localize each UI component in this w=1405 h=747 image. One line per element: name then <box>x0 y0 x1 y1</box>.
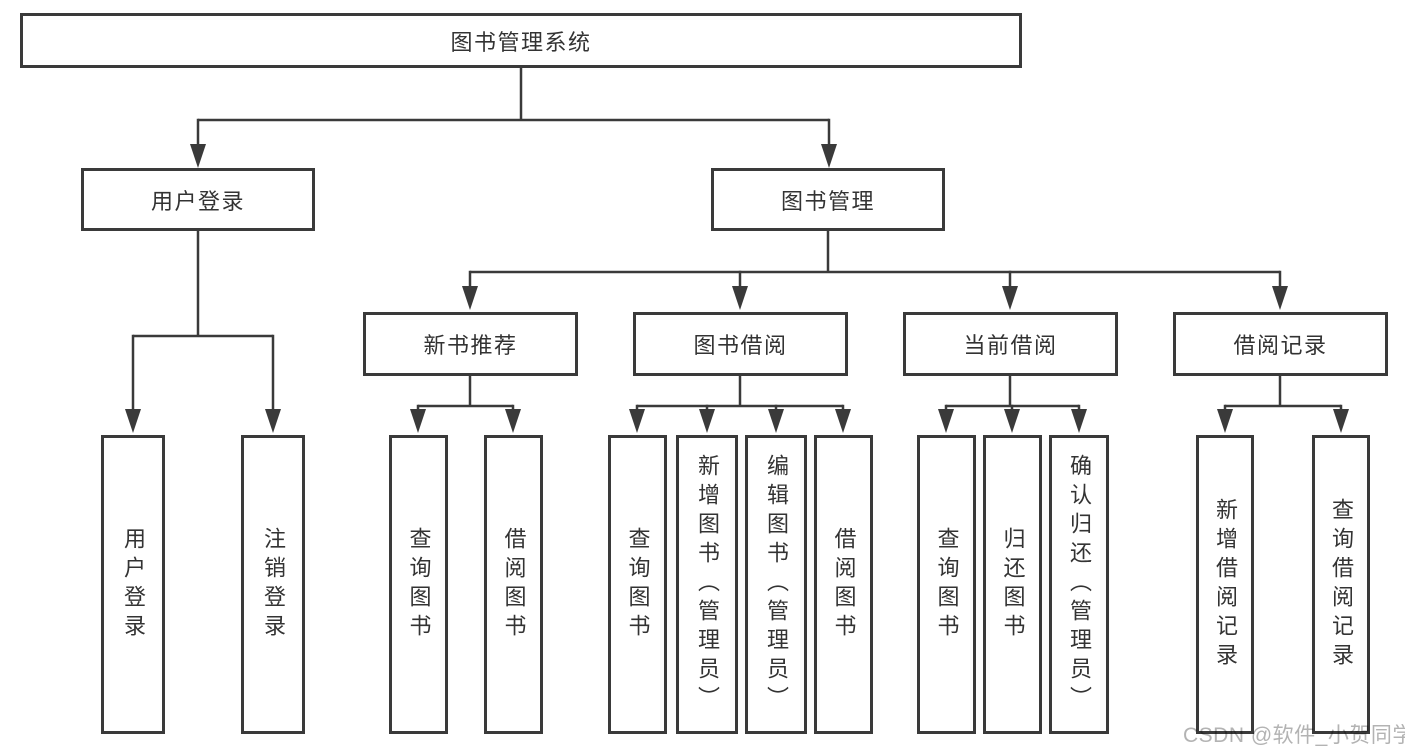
leaf-label: 借阅图书 <box>831 526 857 643</box>
leaf-query-books-current: 查询图书 <box>917 435 976 734</box>
node-library-management-system: 图书管理系统 <box>20 13 1022 68</box>
node-current-borrowing: 当前借阅 <box>903 312 1118 376</box>
node-label: 图书管理 <box>780 188 875 214</box>
leaf-add-books-admin: 新增图书（管理员） <box>676 435 738 734</box>
leaf-return-books: 归还图书 <box>983 435 1042 734</box>
node-borrowing-records: 借阅记录 <box>1173 312 1388 376</box>
leaf-label: 查询图书 <box>625 526 651 643</box>
leaf-borrow-books-recommend: 借阅图书 <box>484 435 543 734</box>
leaf-label: 编辑图书（管理员） <box>764 454 789 715</box>
leaf-label: 查询图书 <box>934 526 960 643</box>
leaf-confirm-return-admin: 确认归还（管理员） <box>1049 435 1109 734</box>
leaf-borrow-books: 借阅图书 <box>814 435 873 734</box>
node-label: 图书管理系统 <box>450 29 592 55</box>
node-user-login: 用户登录 <box>81 168 315 231</box>
leaf-label: 查询借阅记录 <box>1329 497 1354 672</box>
leaf-label: 查询图书 <box>406 526 432 643</box>
node-label: 图书借阅 <box>693 333 788 358</box>
node-label: 借阅记录 <box>1233 333 1328 358</box>
node-label: 用户登录 <box>150 188 245 214</box>
leaf-add-borrow-record: 新增借阅记录 <box>1196 435 1254 734</box>
leaf-query-borrow-record: 查询借阅记录 <box>1312 435 1370 734</box>
node-new-book-recommendation: 新书推荐 <box>363 312 578 376</box>
leaf-label: 注销登录 <box>261 526 286 643</box>
leaf-label: 借阅图书 <box>501 526 527 643</box>
leaf-label: 新增图书（管理员） <box>695 454 720 715</box>
node-label: 新书推荐 <box>423 333 518 358</box>
leaf-query-books-borrow: 查询图书 <box>608 435 667 734</box>
leaf-label: 归还图书 <box>1000 526 1026 643</box>
node-label: 当前借阅 <box>963 333 1058 358</box>
leaf-edit-books-admin: 编辑图书（管理员） <box>745 435 807 734</box>
node-book-management: 图书管理 <box>711 168 945 231</box>
leaf-user-login: 用户登录 <box>101 435 165 734</box>
node-book-borrowing: 图书借阅 <box>633 312 848 376</box>
leaf-label: 新增借阅记录 <box>1213 497 1238 672</box>
csdn-watermark: CSDN @软件_小贺同学 <box>1183 724 1405 747</box>
leaf-query-books-recommend: 查询图书 <box>389 435 448 734</box>
leaf-label: 用户登录 <box>121 526 146 643</box>
leaf-label: 确认归还（管理员） <box>1067 454 1092 715</box>
leaf-logout: 注销登录 <box>241 435 305 734</box>
